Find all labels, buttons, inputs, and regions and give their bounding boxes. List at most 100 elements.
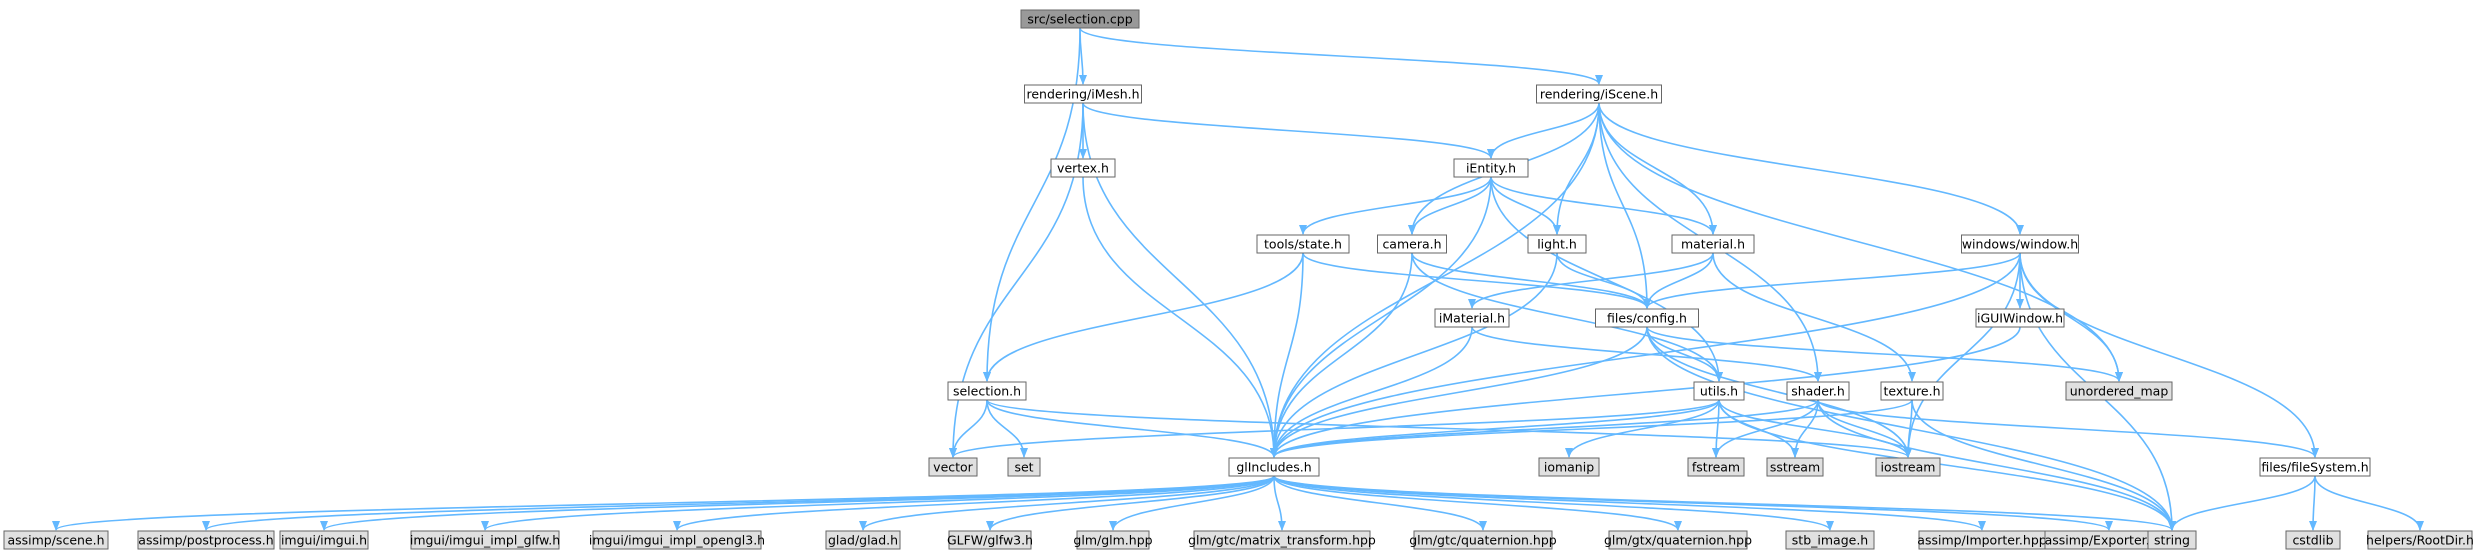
edge-window-to-config xyxy=(1643,252,2021,309)
node-sstream: sstream xyxy=(1766,457,1824,477)
node-box xyxy=(2147,530,2197,550)
edge-glincludes-to-glm_mt xyxy=(1273,475,1286,531)
edge-glincludes-to-glm xyxy=(1109,475,1275,531)
node-stb: stb_image.h xyxy=(1785,530,1875,550)
node-box xyxy=(947,381,1027,401)
edge-iscene-to-window xyxy=(1598,102,2024,235)
edge-shader-to-iostream xyxy=(1817,399,1912,458)
node-iostream: iostream xyxy=(1875,457,1941,477)
node-unordered-map: unordered_map xyxy=(2065,381,2173,401)
node-box xyxy=(1880,381,1944,401)
edge-iguiwindow-to-glincludes xyxy=(1270,326,2021,458)
node-label: glm/gtx/quaternion.hpp xyxy=(1604,533,1752,548)
node-ientity[interactable]: iEntity.h xyxy=(1453,158,1529,178)
edge-selection_cpp-to-iscene xyxy=(1079,27,1603,85)
edge-filesystem-to-string xyxy=(2168,475,2316,531)
node-box xyxy=(1786,381,1850,401)
node-glincludes[interactable]: glIncludes.h xyxy=(1228,457,1320,477)
node-camera[interactable]: camera.h xyxy=(1377,234,1447,254)
node-label: imgui/imgui_impl_opengl3.h xyxy=(589,533,765,548)
edge-camera-to-config xyxy=(1411,252,1651,309)
edge-glincludes-to-imgui_glfw xyxy=(481,475,1275,531)
edge-light-to-glincludes xyxy=(1270,252,1558,458)
node-shader[interactable]: shader.h xyxy=(1786,381,1850,401)
edge-ientity-to-state xyxy=(1299,176,1492,235)
node-label: glIncludes.h xyxy=(1236,460,1311,475)
node-box xyxy=(1228,457,1320,477)
node-box xyxy=(1785,530,1875,550)
node-vertex[interactable]: vertex.h xyxy=(1050,158,1116,178)
edge-state-to-selection_h xyxy=(983,252,1304,382)
node-iguiwindow[interactable]: iGUIWindow.h xyxy=(1975,308,2065,328)
node-label: light.h xyxy=(1537,237,1577,252)
node-imgui: imgui/imgui.h xyxy=(279,530,369,550)
edge-camera-to-glincludes xyxy=(1270,252,1413,458)
edge-config-to-iostream xyxy=(1646,326,1912,458)
edge-window-to-glincludes xyxy=(1270,252,2021,458)
node-box xyxy=(279,530,369,550)
node-box xyxy=(410,530,560,550)
node-label: iGUIWindow.h xyxy=(1977,311,2063,326)
node-box xyxy=(1020,9,1140,29)
node-iscene[interactable]: rendering/iScene.h xyxy=(1536,84,1662,104)
node-texture[interactable]: texture.h xyxy=(1880,381,1944,401)
edge-selection_h-to-set xyxy=(986,399,1028,458)
edge-filesystem-to-rootdir xyxy=(2314,475,2424,531)
node-label: shader.h xyxy=(1791,384,1845,399)
edge-ientity-to-material xyxy=(1490,176,1717,235)
edge-selection_h-to-iostream xyxy=(986,399,1912,458)
node-selection-cpp[interactable]: src/selection.cpp xyxy=(1020,9,1140,29)
node-state[interactable]: tools/state.h xyxy=(1256,234,1350,254)
node-box xyxy=(1193,530,1371,550)
node-label: glad/glad.h xyxy=(828,533,898,548)
node-box xyxy=(1536,84,1662,104)
node-imaterial[interactable]: iMaterial.h xyxy=(1434,308,1510,328)
node-light[interactable]: light.h xyxy=(1527,234,1587,254)
node-label: assimp/postprocess.h xyxy=(138,533,273,548)
node-filesystem[interactable]: files/fileSystem.h xyxy=(2259,457,2371,477)
node-config[interactable]: files/config.h xyxy=(1595,308,1699,328)
node-box xyxy=(1527,234,1587,254)
node-box xyxy=(1377,234,1447,254)
edge-iscene-to-unordered_map xyxy=(1598,102,2123,382)
edge-state-to-config xyxy=(1302,252,1651,309)
node-label: files/fileSystem.h xyxy=(2261,460,2368,475)
edge-glincludes-to-assimp_post xyxy=(202,475,1275,531)
node-utils[interactable]: utils.h xyxy=(1693,381,1745,401)
edge-shader-to-glincludes xyxy=(1270,399,1819,458)
edge-imesh-to-vector xyxy=(949,102,1084,458)
node-assimp-scene: assimp/scene.h xyxy=(3,530,109,550)
node-label: iMaterial.h xyxy=(1439,311,1505,326)
node-label: imgui/imgui.h xyxy=(281,533,367,548)
node-imesh[interactable]: rendering/iMesh.h xyxy=(1024,84,1142,104)
node-label: files/config.h xyxy=(1607,311,1687,326)
node-selection-h[interactable]: selection.h xyxy=(947,381,1027,401)
node-box xyxy=(2259,457,2371,477)
edge-shader-to-sstream xyxy=(1791,399,1819,458)
node-material[interactable]: material.h xyxy=(1671,234,1755,254)
edge-glincludes-to-exporter xyxy=(1273,475,2113,531)
node-label: glm/gtc/quaternion.hpp xyxy=(1409,533,1557,548)
node-window[interactable]: windows/window.h xyxy=(1961,234,2079,254)
node-importer: assimp/Importer.hpp xyxy=(1917,530,2047,550)
node-iomanip: iomanip xyxy=(1538,457,1600,477)
node-label: iomanip xyxy=(1544,460,1594,475)
edge-utils-to-iostream xyxy=(1718,399,1912,458)
edge-filesystem-to-cstdlib xyxy=(2309,475,2318,531)
edge-iscene-to-material xyxy=(1598,102,1717,235)
node-label: assimp/scene.h xyxy=(7,533,104,548)
node-box xyxy=(1007,457,1041,477)
node-label: utils.h xyxy=(1700,384,1738,399)
node-set: set xyxy=(1007,457,1041,477)
node-label: set xyxy=(1014,460,1033,475)
node-label: selection.h xyxy=(953,384,1021,399)
edge-texture-to-glincludes xyxy=(1270,399,1913,458)
node-assimp-post: assimp/postprocess.h xyxy=(137,530,275,550)
edge-iscene-to-ientity xyxy=(1487,102,1600,159)
node-label: iEntity.h xyxy=(1466,161,1516,176)
node-label: glm/glm.hpp xyxy=(1073,533,1152,548)
edge-glincludes-to-importer xyxy=(1273,475,1986,531)
node-label: string xyxy=(2154,533,2190,548)
edge-vertex-to-glincludes xyxy=(1082,176,1278,458)
edge-shader-to-string xyxy=(1817,399,2176,531)
